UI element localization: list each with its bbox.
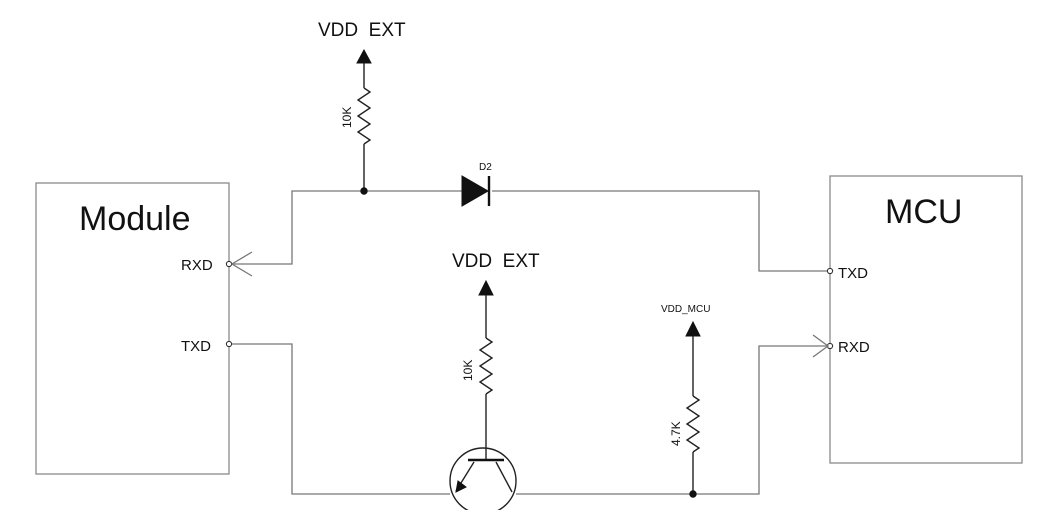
top-pullup: VDD EXT 10K — [318, 20, 406, 195]
mcu-txd-label: TXD — [838, 265, 868, 282]
mcu-box — [829, 175, 1023, 464]
middle-pullup: VDD EXT 10K — [452, 251, 540, 446]
module-box — [35, 182, 230, 475]
transistor-emitter-arrow-icon — [455, 480, 467, 493]
wire-mcu-rxd-net — [516, 345, 827, 495]
top-junction-dot — [360, 187, 368, 195]
transistor-body — [449, 447, 517, 510]
mcu-rxd-arrow-icon — [812, 334, 830, 358]
mcu-resistor-icon — [685, 395, 701, 453]
module-rxd-label: RXD — [181, 257, 213, 274]
bottom-junction-dot — [689, 490, 697, 498]
middle-vdd-label: VDD EXT — [452, 251, 540, 272]
diode-icon — [461, 175, 490, 207]
wire-mcu-txd-net — [492, 190, 827, 272]
mcu-resistor-label: 4.7K — [669, 421, 683, 446]
mcu-block: MCU TXD RXD — [826, 175, 1023, 464]
transistor — [449, 446, 517, 510]
wire-module-txd-net — [232, 343, 450, 495]
mcu-txd-pin — [826, 267, 834, 275]
module-txd-pin — [225, 340, 233, 348]
mcu-pullup: VDD_MCU 4.7K — [661, 304, 710, 498]
top-resistor-icon — [356, 87, 372, 145]
mcu-title: MCU — [885, 193, 962, 231]
top-resistor-label: 10K — [340, 107, 354, 128]
top-vdd-label: VDD EXT — [318, 20, 406, 41]
diode-d2: D2 — [461, 162, 492, 207]
module-rxd-arrow-icon — [230, 251, 253, 277]
transistor-collector — [495, 461, 513, 493]
module-block: Module RXD TXD — [35, 182, 233, 475]
middle-resistor-label: 10K — [461, 360, 475, 381]
diode-label: D2 — [479, 162, 492, 173]
module-title: Module — [79, 200, 191, 238]
middle-resistor-icon — [478, 337, 494, 395]
middle-vdd-arrow-icon — [478, 279, 494, 296]
mcu-rxd-label: RXD — [838, 339, 870, 356]
wires — [232, 190, 827, 495]
wire-module-rxd-net — [232, 190, 462, 265]
mcu-vdd-arrow-icon — [685, 320, 701, 337]
mcu-vdd-label: VDD_MCU — [661, 304, 710, 315]
top-vdd-arrow-icon — [356, 48, 372, 64]
module-txd-label: TXD — [181, 338, 211, 355]
